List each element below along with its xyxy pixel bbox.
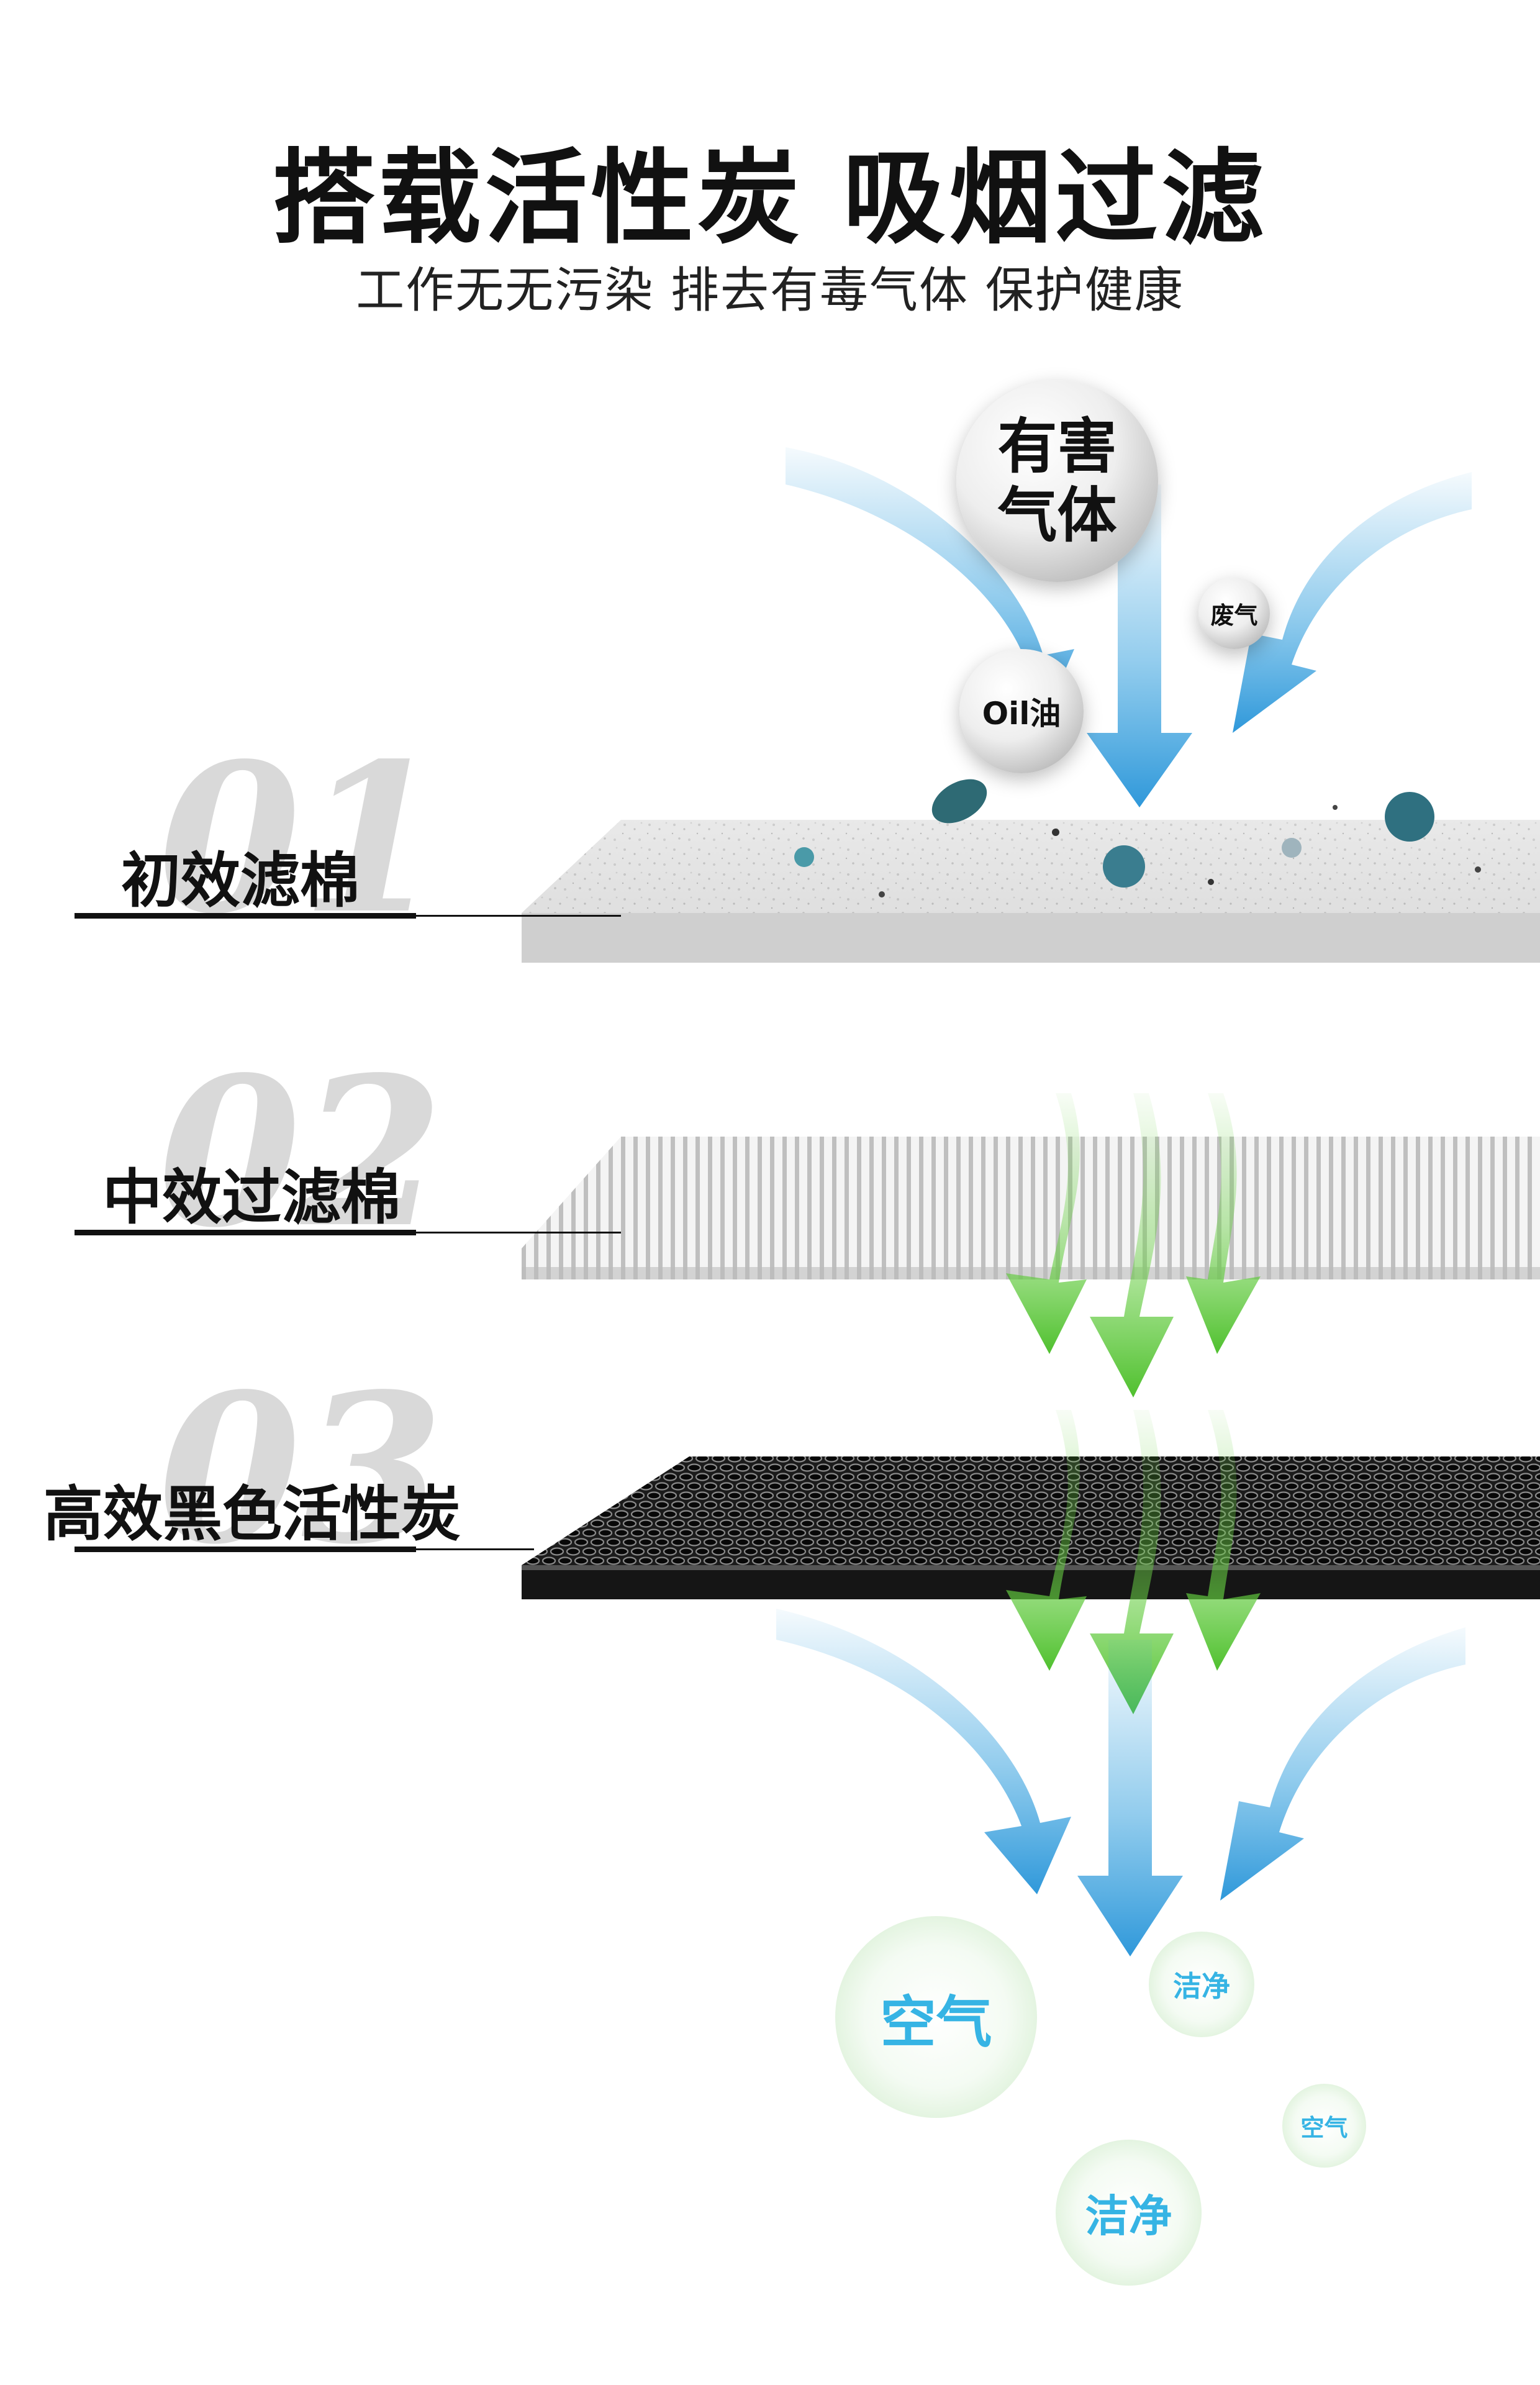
- layer-2-number: 02: [158, 1032, 444, 1273]
- layer-1-pointer: [416, 915, 621, 917]
- page-title: 搭载活性炭 吸烟过滤: [272, 139, 1268, 258]
- layer-2-underline: [75, 1230, 416, 1235]
- exhaust-bubble: 废气: [1198, 578, 1270, 649]
- clean-air-bubble-small: 空气: [1282, 2084, 1366, 2168]
- page-subtitle: 工作无无污染 排去有毒气体 保护健康: [356, 263, 1184, 319]
- green-arrows-layer-3: [1006, 1410, 1261, 1714]
- harmful-gas-bubble: 有害 气体: [956, 380, 1158, 582]
- layer-2-medium-cotton: [522, 1137, 1540, 1279]
- layer-3-underline: [75, 1547, 416, 1552]
- layer-1-underline: [75, 913, 416, 919]
- layer-2-pointer: [416, 1232, 621, 1233]
- oil-label: Oil油: [982, 696, 1061, 732]
- layer-3-pointer: [416, 1548, 534, 1550]
- clean-bubble-small: 洁净: [1149, 1932, 1254, 2037]
- clean-bubble-large: 洁净: [1056, 2140, 1202, 2286]
- green-arrows-layer-2: [1006, 1093, 1261, 1397]
- layer-3-number: 03: [158, 1348, 444, 1589]
- clean-label-large: 洁净: [1085, 2191, 1172, 2242]
- layer-3-activated-carbon: [522, 1456, 1540, 1599]
- clean-air-label-large: 空气: [880, 1989, 992, 2055]
- layer-1-primary-cotton: [522, 779, 1540, 963]
- clean-label-small: 洁净: [1173, 1969, 1230, 2003]
- layer-2-name: 中效过滤棉: [102, 1163, 401, 1232]
- layer-1-number: 01: [158, 718, 444, 959]
- clean-air-bubble-large: 空气: [835, 1916, 1037, 2118]
- harmful-gas-label-line1: 有害: [997, 412, 1117, 482]
- oil-bubble: Oil油: [959, 649, 1084, 773]
- outgoing-air-arrows: [776, 1609, 1465, 1956]
- clean-air-label-small: 空气: [1300, 2114, 1348, 2142]
- layer-3-name: 高效黑色活性炭: [43, 1479, 461, 1549]
- layer-1-name: 初效滤棉: [121, 846, 360, 915]
- exhaust-label: 废气: [1210, 602, 1258, 629]
- harmful-gas-label-line2: 气体: [997, 480, 1117, 550]
